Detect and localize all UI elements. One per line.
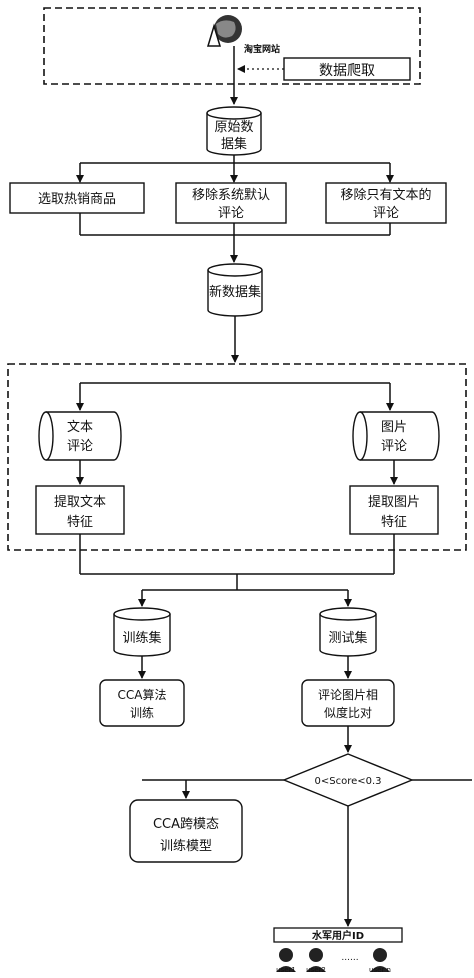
- water-users-title-box: [273, 927, 403, 943]
- user-label-n: user n: [369, 966, 391, 974]
- user-avatar-icon: [306, 948, 326, 972]
- cca-train-line1: CCA算法: [118, 687, 167, 702]
- raw-dataset-line1: 原始数: [214, 120, 253, 135]
- text-review-line1: 文本: [67, 420, 93, 435]
- crawl-label: 数据爬取: [319, 63, 375, 79]
- filter-remove-text-only-line1: 移除只有文本的: [340, 187, 431, 203]
- test-set-label: 测试集: [328, 630, 367, 646]
- test-set-cylinder: [319, 607, 377, 657]
- similarity-line1: 评论图片相: [318, 688, 378, 702]
- extract-text-box: [35, 485, 125, 535]
- source-container: [43, 7, 421, 85]
- text-review-cylinder: [38, 411, 122, 461]
- extract-image-line2: 特征: [381, 515, 407, 530]
- text-review-line2: 评论: [67, 439, 93, 454]
- user-avatar-icon: [276, 948, 296, 972]
- image-review-line1: 图片: [381, 420, 407, 435]
- filter-remove-default: [175, 182, 287, 224]
- cca-train-box: [99, 679, 185, 727]
- cca-train-line2: 训练: [130, 705, 154, 720]
- train-set-cylinder: [113, 607, 171, 657]
- extract-text-line1: 提取文本: [54, 494, 106, 510]
- taobao-site-label: 淘宝网站: [244, 43, 280, 55]
- feature-container: [7, 363, 467, 551]
- raw-dataset-line2: 据集: [221, 136, 247, 152]
- score-condition: 0<Score<0.3: [314, 776, 381, 787]
- user-ellipsis: ......: [341, 953, 358, 963]
- filter-remove-default-line2: 评论: [218, 206, 244, 221]
- cca-model-line1: CCA跨模态: [153, 817, 219, 832]
- filter-remove-default-line1: 移除系统默认: [192, 187, 270, 203]
- filter-remove-text-only: [325, 182, 447, 224]
- extract-text-line2: 特征: [67, 515, 93, 530]
- cca-model-box: [129, 799, 243, 863]
- extract-image-line1: 提取图片: [368, 494, 420, 510]
- water-users-title: 水军用户ID: [311, 929, 364, 942]
- extract-image-box: [349, 485, 439, 535]
- image-review-cylinder: [352, 411, 440, 461]
- cca-model-line2: 训练模型: [160, 839, 212, 854]
- globe-icon: [206, 15, 242, 47]
- raw-dataset-cylinder: [206, 106, 262, 156]
- user-avatar-icon: [370, 948, 390, 972]
- train-set-label: 训练集: [122, 630, 161, 646]
- filter-hot-products: [9, 182, 145, 214]
- new-dataset-label: 新数据集: [209, 284, 261, 300]
- filter-remove-text-only-line2: 评论: [373, 206, 399, 221]
- new-dataset-cylinder: [207, 263, 263, 317]
- user-label-2: user2: [306, 966, 326, 974]
- user-label-1: user1: [276, 966, 296, 974]
- filter-hot-products-label: 选取热销商品: [38, 192, 116, 207]
- image-review-line2: 评论: [381, 439, 407, 454]
- similarity-line2: 似度比对: [324, 705, 372, 720]
